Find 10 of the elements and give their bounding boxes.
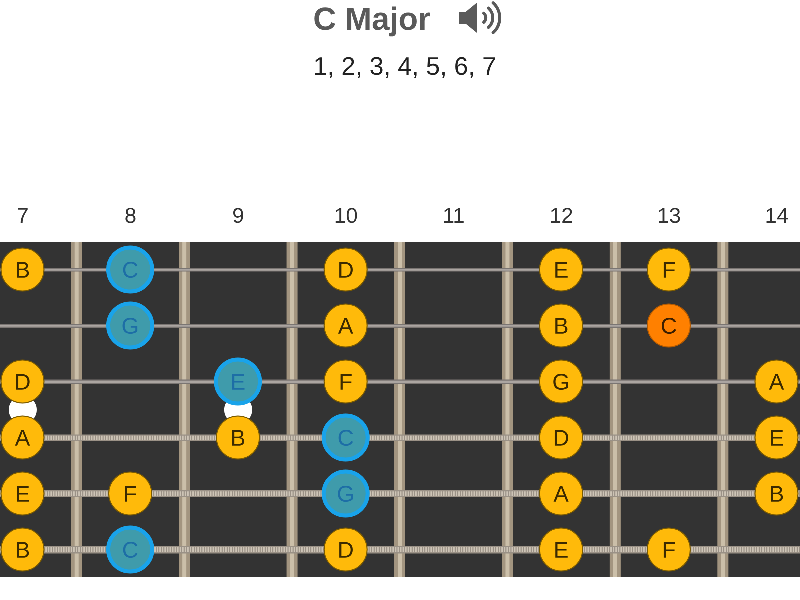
fret-number: 11 <box>444 208 464 223</box>
fret-number: 14 <box>766 208 788 223</box>
scale-degrees: 1, 2, 3, 4, 5, 6, 7 <box>315 57 496 78</box>
fret-number: 7 <box>18 208 28 223</box>
fret-number: 9 <box>234 208 244 224</box>
fret-number: 13 <box>659 208 680 224</box>
fret-number: 12 <box>551 208 572 223</box>
fret-number: 8 <box>126 208 136 224</box>
fret-number: 10 <box>336 208 358 224</box>
title: C Major <box>314 6 430 37</box>
